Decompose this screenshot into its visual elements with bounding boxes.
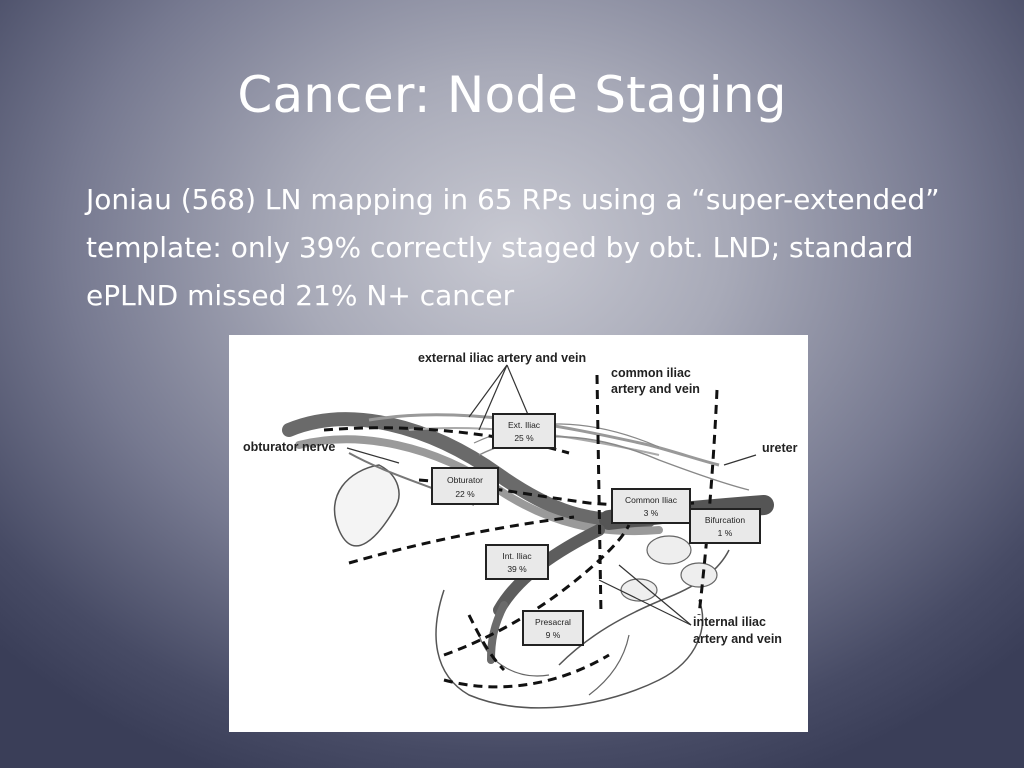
dashed-boundary-presacral [467,614,506,672]
region-pct-ext-iliac: 25 % [514,433,534,443]
leader-internal-iliac-1 [598,579,692,626]
pelvic-bone-outline [333,464,400,547]
region-pct-common-iliac: 3 % [644,508,659,518]
label-internal-iliac-line2: artery and vein [693,632,782,646]
region-box-obturator: Obturator 22 % [431,467,499,505]
label-obturator-nerve: obturator nerve [243,440,335,454]
region-pct-bifurcation: 1 % [718,528,733,538]
pelvis-lower-outline [435,589,704,709]
leader-external-iliac-3 [468,364,508,418]
dashed-boundary-bottom [443,653,610,689]
label-external-iliac: external iliac artery and vein [418,351,586,365]
label-common-iliac-line2: artery and vein [611,382,700,396]
region-pct-obturator: 22 % [455,489,475,499]
leader-internal-iliac-2 [618,564,692,626]
dashed-vertical-common-iliac [595,374,603,616]
label-ureter: ureter [762,441,798,455]
dashed-boundary-diagonal [348,515,575,565]
leader-external-iliac-1 [478,364,508,431]
region-name-obturator: Obturator [447,475,483,485]
lymph-node-template-diagram: external iliac artery and vein common il… [229,335,808,732]
region-name-bifurcation: Bifurcation [705,515,745,525]
region-name-presacral: Presacral [535,617,571,627]
slide-title: Cancer: Node Staging [237,66,787,124]
dashed-boundary-upper [323,426,570,455]
region-name-int-iliac: Int. Iliac [502,551,532,561]
region-name-ext-iliac: Ext. Iliac [508,420,541,430]
vertebra-2 [680,562,718,588]
region-box-int-iliac: Int. Iliac 39 % [485,544,549,580]
region-box-common-iliac: Common Iliac 3 % [611,488,691,524]
dashed-boundary-lower [443,524,631,657]
region-box-presacral: Presacral 9 % [522,610,584,646]
sacrum-curve [588,634,630,696]
region-box-ext-iliac: Ext. Iliac 25 % [492,413,556,449]
ureter-path [368,413,720,467]
region-name-common-iliac: Common Iliac [625,495,678,505]
leader-ureter [723,454,757,466]
anatomy-illustration: external iliac artery and vein common il… [243,351,798,709]
region-pct-int-iliac: 39 % [507,564,527,574]
vertebra-1 [646,535,692,565]
leader-obturator-nerve [346,447,400,464]
label-internal-iliac-line1: internal iliac [693,615,766,629]
region-pct-presacral: 9 % [546,630,561,640]
region-box-bifurcation: Bifurcation 1 % [689,508,761,544]
label-common-iliac-line1: common iliac [611,366,691,380]
slide-body-text: Joniau (568) LN mapping in 65 RPs using … [86,183,940,312]
leader-external-iliac-2 [506,364,530,418]
